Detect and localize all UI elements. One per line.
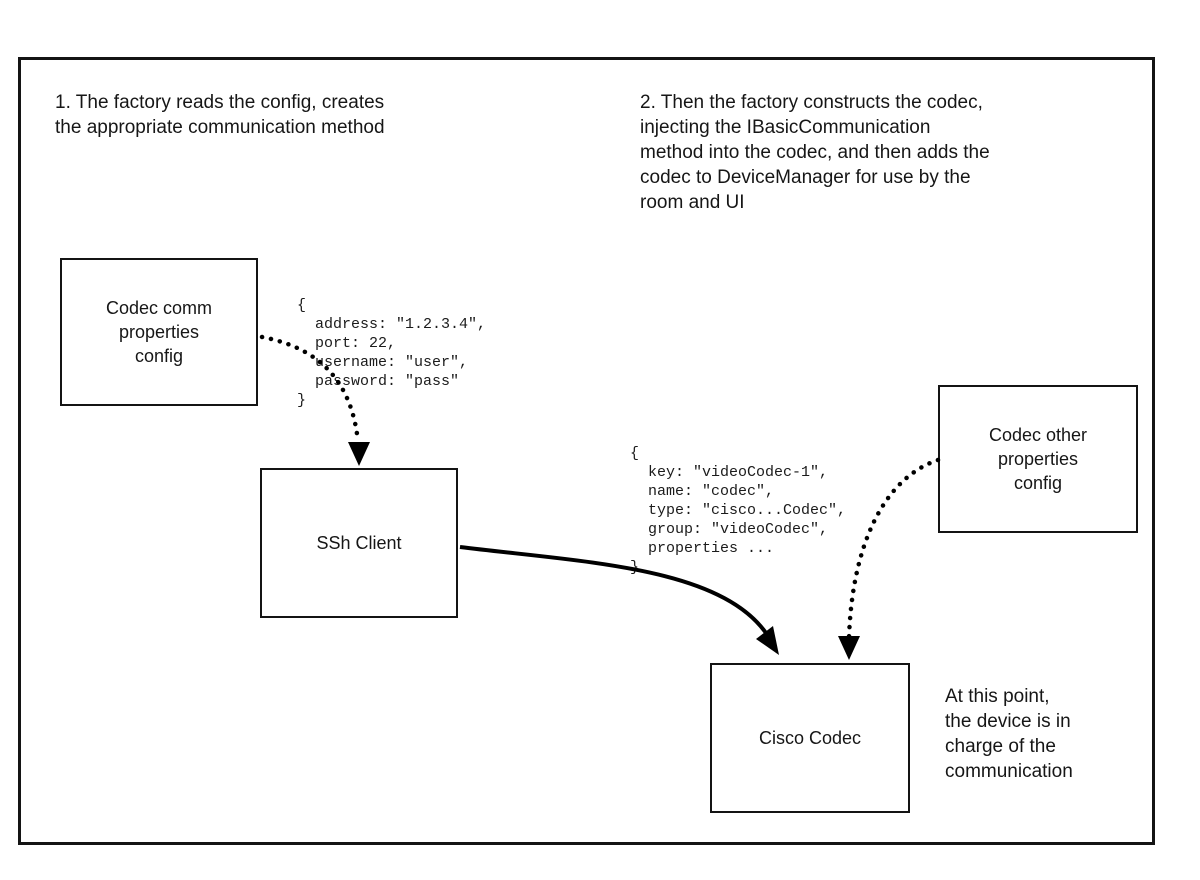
box-ssh-client: SSh Client [260,468,458,618]
note-step1: 1. The factory reads the config, creates… [55,92,385,138]
note-step2: 2. Then the factory constructs the codec… [640,92,990,213]
code-comm-properties: { address: "1.2.3.4", port: 22, username… [297,297,487,409]
note-result: At this point, the device is in charge o… [945,686,1073,782]
box-codec-other-properties-config: Codec other properties config [938,385,1138,533]
box-codec-comm-properties-config: Codec comm properties config [60,258,258,406]
code-codec-properties: { key: "videoCodec-1", name: "codec", ty… [630,445,847,576]
box-cisco-codec: Cisco Codec [710,663,910,813]
diagram-border [18,57,1155,845]
